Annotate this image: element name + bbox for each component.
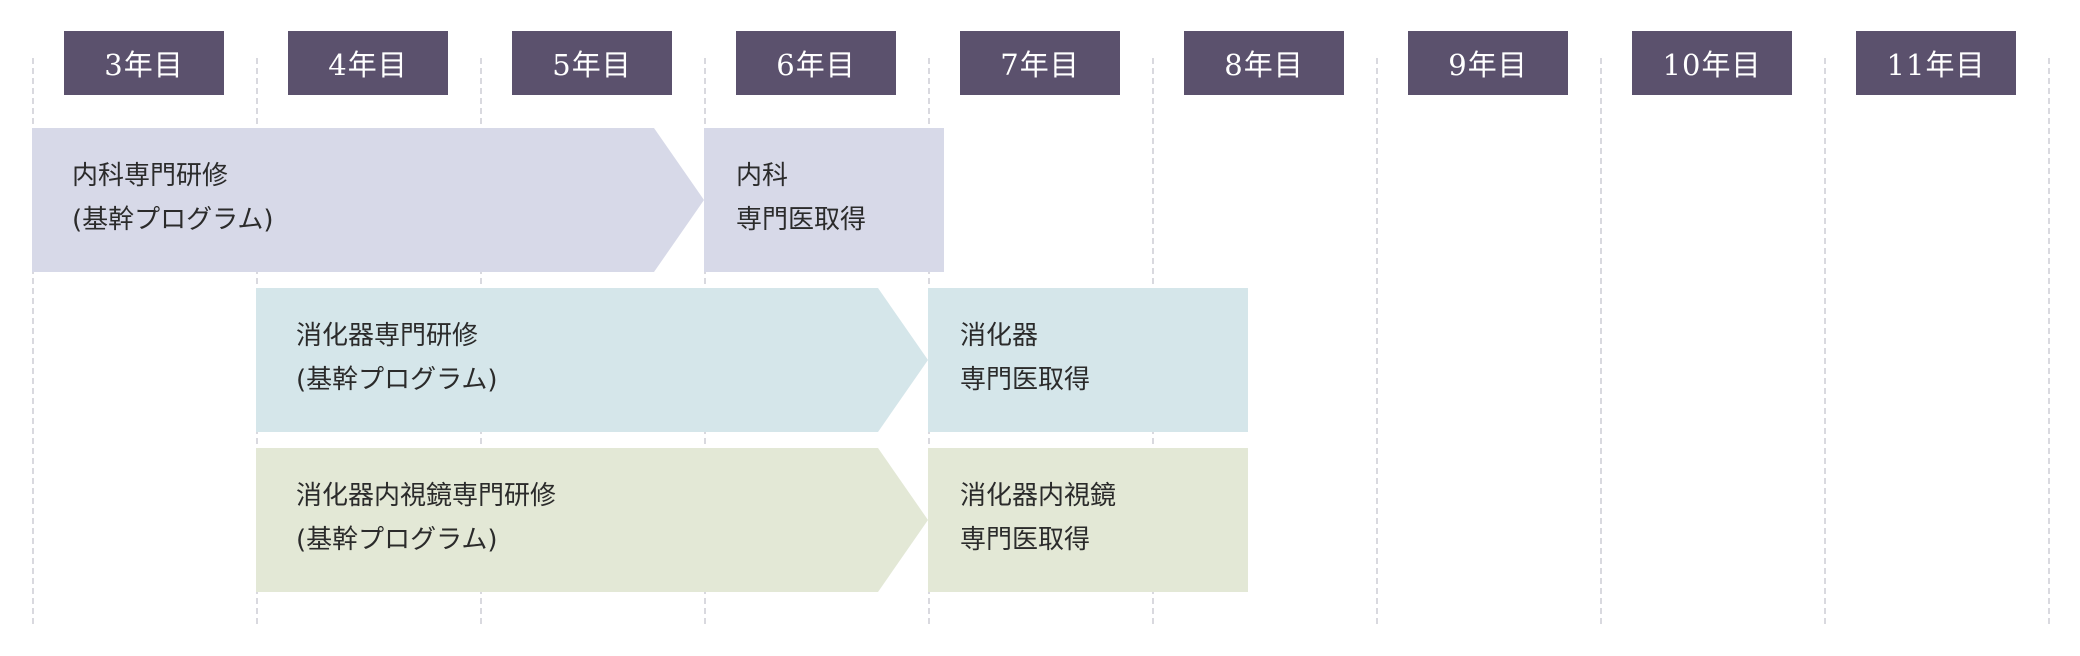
internal-medicine-certification-block [704,128,944,272]
program-title: 内科専門研修 [72,161,229,191]
gridline [32,58,34,624]
year-header-10: 10年目 [1632,31,1792,95]
certification-title: 消化器内視鏡 [960,481,1117,511]
gridline [1600,58,1602,624]
year-header-8: 8年目 [1184,31,1344,95]
endoscopy-program-label: 消化器内視鏡専門研修 (基幹プログラム) [296,474,556,562]
year-header-9: 9年目 [1408,31,1568,95]
program-title: 消化器専門研修 [296,321,479,351]
year-header-6: 6年目 [736,31,896,95]
year-header-5: 5年目 [512,31,672,95]
year-header-11: 11年目 [1856,31,2016,95]
endoscopy-program-arrow [256,448,928,592]
gastroenterology-program-label: 消化器専門研修 (基幹プログラム) [296,314,498,402]
certification-subtitle: 専門医取得 [736,205,867,235]
endoscopy-certification-label: 消化器内視鏡 専門医取得 [960,474,1116,562]
internal-medicine-program-label: 内科専門研修 (基幹プログラム) [72,154,274,242]
year-header-4: 4年目 [288,31,448,95]
program-subtitle: (基幹プログラム) [72,205,274,235]
program-subtitle: (基幹プログラム) [296,365,498,395]
gastroenterology-certification-block [928,288,1248,432]
certification-subtitle: 専門医取得 [960,365,1091,395]
certification-title: 内科 [736,161,789,191]
internal-medicine-program-arrow [32,128,704,272]
program-subtitle: (基幹プログラム) [296,525,498,555]
gridline [1824,58,1826,624]
gastroenterology-certification-label: 消化器 専門医取得 [960,314,1090,402]
year-header-3: 3年目 [64,31,224,95]
endoscopy-certification-block [928,448,1248,592]
gridline [2048,58,2050,624]
year-header-7: 7年目 [960,31,1120,95]
gridline [1376,58,1378,624]
certification-subtitle: 専門医取得 [960,525,1091,555]
gastroenterology-program-arrow [256,288,928,432]
certification-title: 消化器 [960,321,1039,351]
program-title: 消化器内視鏡専門研修 [296,481,557,511]
internal-medicine-certification-label: 内科 専門医取得 [736,154,866,242]
